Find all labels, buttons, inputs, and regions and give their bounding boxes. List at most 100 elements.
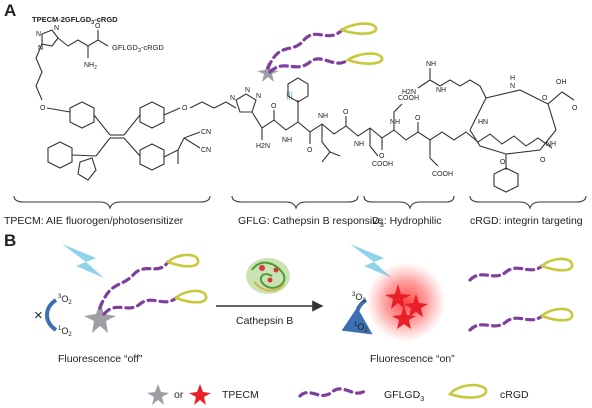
atom-nh: NH xyxy=(546,141,556,148)
atom-o: O xyxy=(40,105,46,112)
crgd-loop-free-bottom xyxy=(539,307,574,322)
atom-o: O xyxy=(379,153,385,160)
peptide-chain-bottom xyxy=(102,296,178,316)
asp-side-chain xyxy=(429,140,439,167)
atom-hn: HN xyxy=(478,119,488,126)
blocked-mark: × xyxy=(34,307,43,324)
legend: or TPECM GFLGD3 cRGD xyxy=(147,383,529,405)
enzyme-active-site xyxy=(273,267,279,273)
star-red-icon xyxy=(385,284,411,309)
leu-branch xyxy=(329,151,341,157)
atom-o: O xyxy=(271,103,277,110)
lightning-icon xyxy=(350,244,392,278)
segment-label-d3: D3: Hydrophilic xyxy=(372,215,442,229)
bond xyxy=(71,154,97,157)
enzyme-label: Cathepsin B xyxy=(236,315,293,327)
crgd-loop-top xyxy=(165,253,200,268)
atom-o: O xyxy=(95,23,101,30)
asp-side-chain xyxy=(369,128,379,157)
panel-b-letter: B xyxy=(4,231,16,250)
legend-crgd-icon xyxy=(447,383,488,399)
brace-tpecm xyxy=(13,195,211,210)
bond xyxy=(183,137,201,149)
atom-o: O xyxy=(500,159,506,166)
crgd-loop-top xyxy=(339,22,378,35)
star-red-icon xyxy=(404,294,428,317)
bond xyxy=(183,131,201,139)
peptide-chain-top xyxy=(266,28,344,70)
lightning-icon xyxy=(62,244,104,278)
ether-bond xyxy=(163,107,181,116)
guanidine-bond xyxy=(429,79,441,87)
atom-o: O xyxy=(540,157,546,164)
peptide-chain-free-top xyxy=(468,264,544,282)
panel-a-letter: A xyxy=(4,1,16,20)
peptide-backbone xyxy=(251,111,553,149)
state-on-label: Fluorescence “on” xyxy=(370,353,455,365)
atom-cooh: COOH xyxy=(432,171,453,178)
atom-o: O xyxy=(415,115,421,122)
atom-nh: NH xyxy=(318,113,328,120)
atom-n: N xyxy=(245,87,250,94)
energy-transfer-arrow xyxy=(341,298,373,335)
atom-nh: NH xyxy=(436,87,446,94)
phenyl-ring xyxy=(77,157,97,181)
atom-n: N xyxy=(256,93,261,100)
brace-crgd xyxy=(469,195,587,210)
legend-peptide-icon xyxy=(298,387,368,398)
atom-nh: NH xyxy=(282,137,292,144)
legend-crgd: cRGD xyxy=(500,389,529,401)
atom-h: H xyxy=(510,75,515,82)
schematic-conjugate xyxy=(257,22,384,82)
atom-h2n: H2N xyxy=(402,89,416,96)
enzyme-active-site xyxy=(267,277,273,283)
legend-gflgd3: GFLGD3 xyxy=(384,389,424,403)
phenyl-ring xyxy=(47,141,73,169)
enzyme-sheet xyxy=(253,281,285,292)
chemical-structure: N N N O GFLGD3-cRGD NH2 O CN CN xyxy=(35,23,578,193)
atom-o: O xyxy=(572,105,578,112)
compound-name: TPECM-2GFLGD3-cRGD xyxy=(32,15,118,26)
bond xyxy=(95,137,111,157)
phenyl-ring xyxy=(139,143,165,171)
peptide-chain-free-bottom xyxy=(468,314,544,332)
linker-chain xyxy=(57,37,109,47)
crgd-loop-bottom xyxy=(345,52,384,65)
propyl-linker-left xyxy=(35,43,43,101)
atom-o: O xyxy=(542,95,548,102)
atom-n: N xyxy=(36,31,41,38)
amine-label: NH2 xyxy=(84,62,97,71)
atom-n: N xyxy=(510,83,515,90)
triazole-ring-right xyxy=(235,93,257,113)
propyl-linker-right xyxy=(189,101,237,109)
crgd-loop-free-top xyxy=(539,257,574,272)
segment-label-tpecm: TPECM: AIE fluorogen/photosensitizer xyxy=(4,215,184,227)
ether-bond xyxy=(46,107,71,113)
phenyl-ring xyxy=(287,77,309,103)
atom-cooh: COOH xyxy=(372,161,393,168)
legend-tpecm: TPECM xyxy=(222,389,259,401)
triple-bond-mark: ||| xyxy=(286,90,293,100)
crgd-loop-bottom xyxy=(173,289,208,304)
atom-h2n: H2N xyxy=(256,143,270,150)
legend-or: or xyxy=(174,389,184,401)
energy-transfer-arrow xyxy=(45,298,58,332)
state-off-label: Fluorescence “off” xyxy=(58,353,143,365)
atom-o: O xyxy=(343,109,349,116)
crgd-macrocycle xyxy=(469,89,557,155)
atom-o: O xyxy=(307,147,313,154)
phenyl-ring xyxy=(69,101,95,129)
atom-nh: NH xyxy=(354,141,364,148)
segment-braces xyxy=(13,195,587,210)
bond xyxy=(123,114,141,136)
oxygen-triplet-left: 3O2 xyxy=(58,294,72,306)
phenyl-ring xyxy=(493,167,519,193)
legend-star-red-icon xyxy=(189,384,211,405)
state-off-scene: × 3O2 1O2 xyxy=(34,244,208,338)
state-on-scene: 3O2 1O2 xyxy=(341,244,574,342)
peptide-chain-bottom xyxy=(268,57,350,74)
peptide-chain-top xyxy=(98,260,170,310)
atom-nh: NH xyxy=(426,61,436,68)
